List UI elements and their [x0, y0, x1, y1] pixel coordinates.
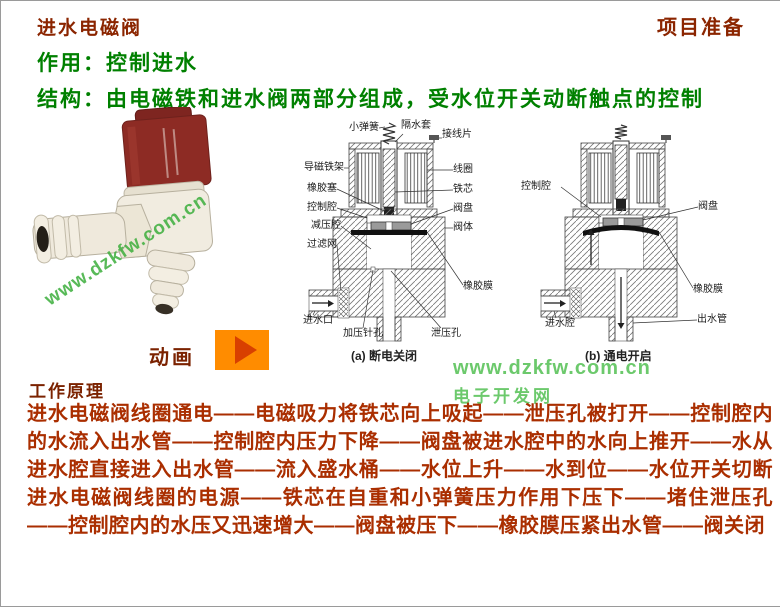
label-b-valve-disc: 阀盘: [698, 201, 718, 212]
label-b-inlet-chamber: 进水腔: [545, 318, 575, 329]
animation-label: 动画: [149, 347, 195, 369]
valve-photo-image: [32, 107, 213, 315]
label-b-rubber-diaphragm: 橡胶膜: [693, 284, 723, 295]
label-a-water-inlet: 进水口: [303, 315, 333, 326]
page-title: 进水电磁阀: [37, 18, 143, 39]
structure-line: 结构：由电磁铁和进水阀两部分组成，受水位开关动断触点的控制: [37, 88, 704, 111]
label-a-control-chamber: 控制腔: [307, 202, 337, 213]
label-a-valve-disc: 阀盘: [453, 203, 473, 214]
caption-a: (a) 断电关闭: [351, 349, 418, 363]
diagram-b-open: [540, 124, 699, 342]
label-a-filter: 过滤网: [307, 239, 337, 250]
corner-label: 项目准备: [657, 17, 745, 39]
principle-text: 进水电磁阀线圈通电——电磁吸力将铁芯向上吸起——泄压孔被打开——控制腔内的水流入…: [27, 403, 773, 537]
label-a-valve-body: 阀体: [453, 222, 473, 233]
label-a-coil: 线圈: [453, 164, 473, 175]
label-a-magnet-frame: 导磁铁架: [304, 162, 344, 173]
principle-heading: 工作原理: [29, 382, 105, 401]
caption-b: (b) 通电开启: [585, 349, 652, 363]
label-b-outlet-pipe: 出水管: [697, 314, 727, 325]
site-watermark-name: 电子开发网: [453, 387, 553, 406]
label-a-rubber-diaphragm: 橡胶膜: [463, 281, 493, 292]
diagram-a-closed: [308, 122, 464, 342]
label-b-control-chamber: 控制腔: [521, 181, 551, 192]
label-a-iron-core: 铁芯: [453, 184, 473, 195]
function-line: 作用：控制进水: [37, 52, 198, 75]
play-button[interactable]: [215, 330, 269, 370]
label-a-small-spring: 小弹簧: [349, 122, 379, 133]
label-a-terminal: 接线片: [442, 129, 472, 140]
label-a-decompression-chamber: 减压腔: [311, 220, 341, 231]
site-watermark-url: www.dzkfw.com.cn: [453, 357, 651, 379]
label-a-pressure-pinhole: 加压针孔: [343, 328, 383, 339]
play-icon: [235, 336, 257, 364]
label-a-relief-hole: 泄压孔: [431, 328, 461, 339]
label-a-rubber-plug: 橡胶塞: [307, 183, 337, 194]
label-a-water-sleeve: 隔水套: [401, 120, 431, 131]
